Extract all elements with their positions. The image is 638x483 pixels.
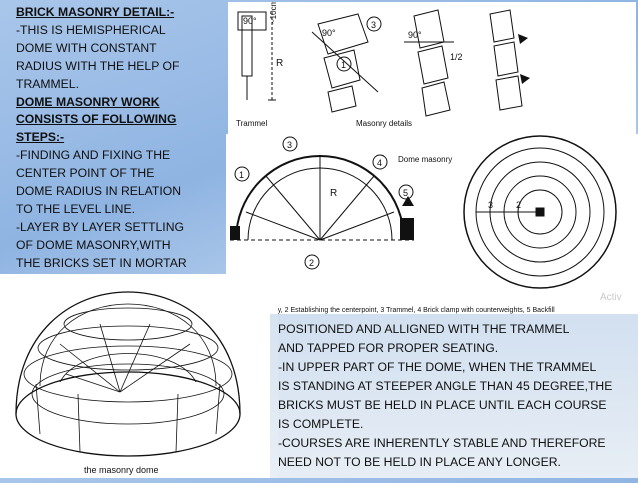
dome-meridian	[77, 393, 81, 453]
figure-caption: 1 Dome/masonry, 2 Establishing the cente…	[228, 307, 555, 314]
callout-3: 3	[371, 20, 376, 30]
radius-ray	[319, 211, 395, 241]
text-line: DOME RADIUS IN RELATION	[16, 184, 182, 199]
text-line: DOME WITH CONSTANT	[16, 40, 157, 55]
arrow-icon	[520, 74, 530, 84]
masonry-dome-diagram: the masonry dome	[0, 274, 278, 478]
callout-circle	[372, 154, 388, 170]
text-line: TRAMMEL.	[16, 76, 79, 91]
callout-circle	[336, 56, 352, 72]
callout-3: 3	[287, 140, 292, 150]
dome-masonry-label: Dome masonry	[398, 155, 452, 164]
trammel-label: Trammel	[236, 119, 267, 128]
heading-dome-masonry: CONSISTS OF FOLLOWING	[16, 112, 177, 127]
dome-meridian	[175, 393, 179, 453]
dome-outline	[15, 291, 241, 415]
dome-meridian	[35, 383, 41, 435]
dome-rib	[119, 323, 151, 393]
backfill-block	[230, 226, 240, 240]
radius-ray	[265, 175, 321, 241]
arrow-icon	[518, 34, 528, 44]
text-line: -FINDING AND FIXING THE	[16, 148, 171, 163]
callout-circle	[304, 254, 320, 270]
dome-course	[23, 345, 233, 403]
text-line: NEED NOT TO BE HELD IN PLACE ANY LONGER.	[278, 455, 561, 469]
text-line: -LAYER BY LAYER SETTLING	[16, 219, 184, 234]
dome-rib	[65, 373, 121, 393]
text-line: IS COMPLETE.	[278, 417, 364, 431]
dome-base	[15, 371, 241, 457]
brick-block	[421, 81, 451, 117]
dome-meridian	[215, 383, 221, 435]
text-line: BRICKS MUST BE HELD IN PLACE UNTIL EACH …	[278, 398, 607, 412]
callout-5: 5	[403, 188, 408, 198]
text-line: THE BRICKS SET IN MORTAR	[16, 255, 187, 270]
radius-ray	[319, 175, 375, 241]
text-line: -IN UPPER PART OF THE DOME, WHEN THE TRA…	[278, 360, 597, 374]
callout-circle	[234, 166, 250, 182]
heading-brick-masonry: BRICK MASONRY DETAIL:-	[16, 5, 175, 19]
text-line: AND TAPPED FOR PROPER SEATING.	[278, 341, 499, 355]
half-label: 1/2	[450, 52, 463, 62]
dome-course	[37, 325, 219, 371]
callout-1: 1	[239, 170, 244, 180]
brick-block	[323, 49, 361, 89]
arrow-icon	[402, 196, 414, 206]
backfill-block	[400, 218, 414, 240]
dome-plan-outer	[463, 135, 617, 289]
dome-section-drawing: 1 2 3 4 5 R Dome masonry 3 2 1 Dome/maso…	[228, 135, 622, 314]
text-line: RADIUS WITH THE HELP OF	[16, 58, 180, 73]
plan-callout-3: 3	[488, 200, 493, 210]
trammel-head	[237, 11, 267, 31]
radius-label: R	[276, 58, 283, 69]
brick-block	[495, 75, 523, 111]
plan-callout-2: 2	[516, 200, 521, 210]
brick-block	[327, 85, 357, 113]
text-line: TO THE LEVEL LINE.	[16, 201, 135, 216]
heading-dome-masonry: DOME MASONRY WORK	[16, 94, 160, 109]
brick-block	[489, 9, 515, 43]
brick-block	[493, 41, 519, 77]
callout-4: 4	[377, 158, 382, 168]
callout-circle	[366, 16, 382, 32]
masonry-details-label: Masonry details	[356, 119, 412, 128]
text-line: POSITIONED AND ALLIGNED WITH THE TRAMMEL	[278, 322, 570, 336]
angle-label: 90°	[322, 28, 336, 38]
dome-course	[63, 307, 193, 341]
radius-ray	[245, 211, 321, 241]
trammel-drawing: 90° 90° 90° ~10cm R 1/2 1 3 Trammel Maso…	[236, 0, 530, 128]
dome-section-diagram: 1 2 3 4 5 R Dome masonry 3 2 1 Dome/maso…	[226, 134, 638, 314]
radius-label: R	[330, 188, 337, 199]
heading-steps: STEPS:-	[16, 130, 65, 145]
text-line: -COURSES ARE INHERENTLY STABLE AND THERE…	[278, 436, 606, 450]
trammel-diagram: 90° 90° 90° ~10cm R 1/2 1 3 Trammel Maso…	[228, 0, 636, 134]
bottom-text-panel: POSITIONED AND ALLIGNED WITH THE TRAMMEL…	[270, 314, 638, 478]
text-line: -THIS IS HEMISPHERICAL	[16, 22, 166, 37]
dome-rib	[119, 343, 191, 393]
angle-label: 90°	[243, 16, 257, 26]
callout-2: 2	[309, 258, 314, 268]
dome-course	[31, 363, 225, 425]
angle-label: 90°	[408, 30, 422, 40]
dimension-label: ~10cm	[269, 2, 278, 24]
left-text-panel: BRICK MASONRY DETAIL:- -THIS IS HEMISPHE…	[16, 4, 202, 286]
text-line: OF DOME MASONRY,WITH	[16, 237, 171, 252]
dome-rib	[99, 323, 121, 393]
text-line: IS STANDING AT STEEPER ANGLE THAN 45 DEG…	[278, 379, 613, 393]
masonry-dome-drawing: the masonry dome	[15, 291, 241, 475]
dome-cutaway	[39, 303, 217, 387]
watermark-text: Activ	[600, 292, 622, 303]
callout-1: 1	[341, 60, 346, 70]
callout-circle	[398, 184, 414, 200]
callout-circle	[282, 136, 298, 152]
brick-block	[417, 45, 449, 85]
text-line: CENTER POINT OF THE	[16, 166, 155, 181]
trammel-line	[311, 31, 379, 93]
dome-caption: the masonry dome	[84, 465, 159, 475]
